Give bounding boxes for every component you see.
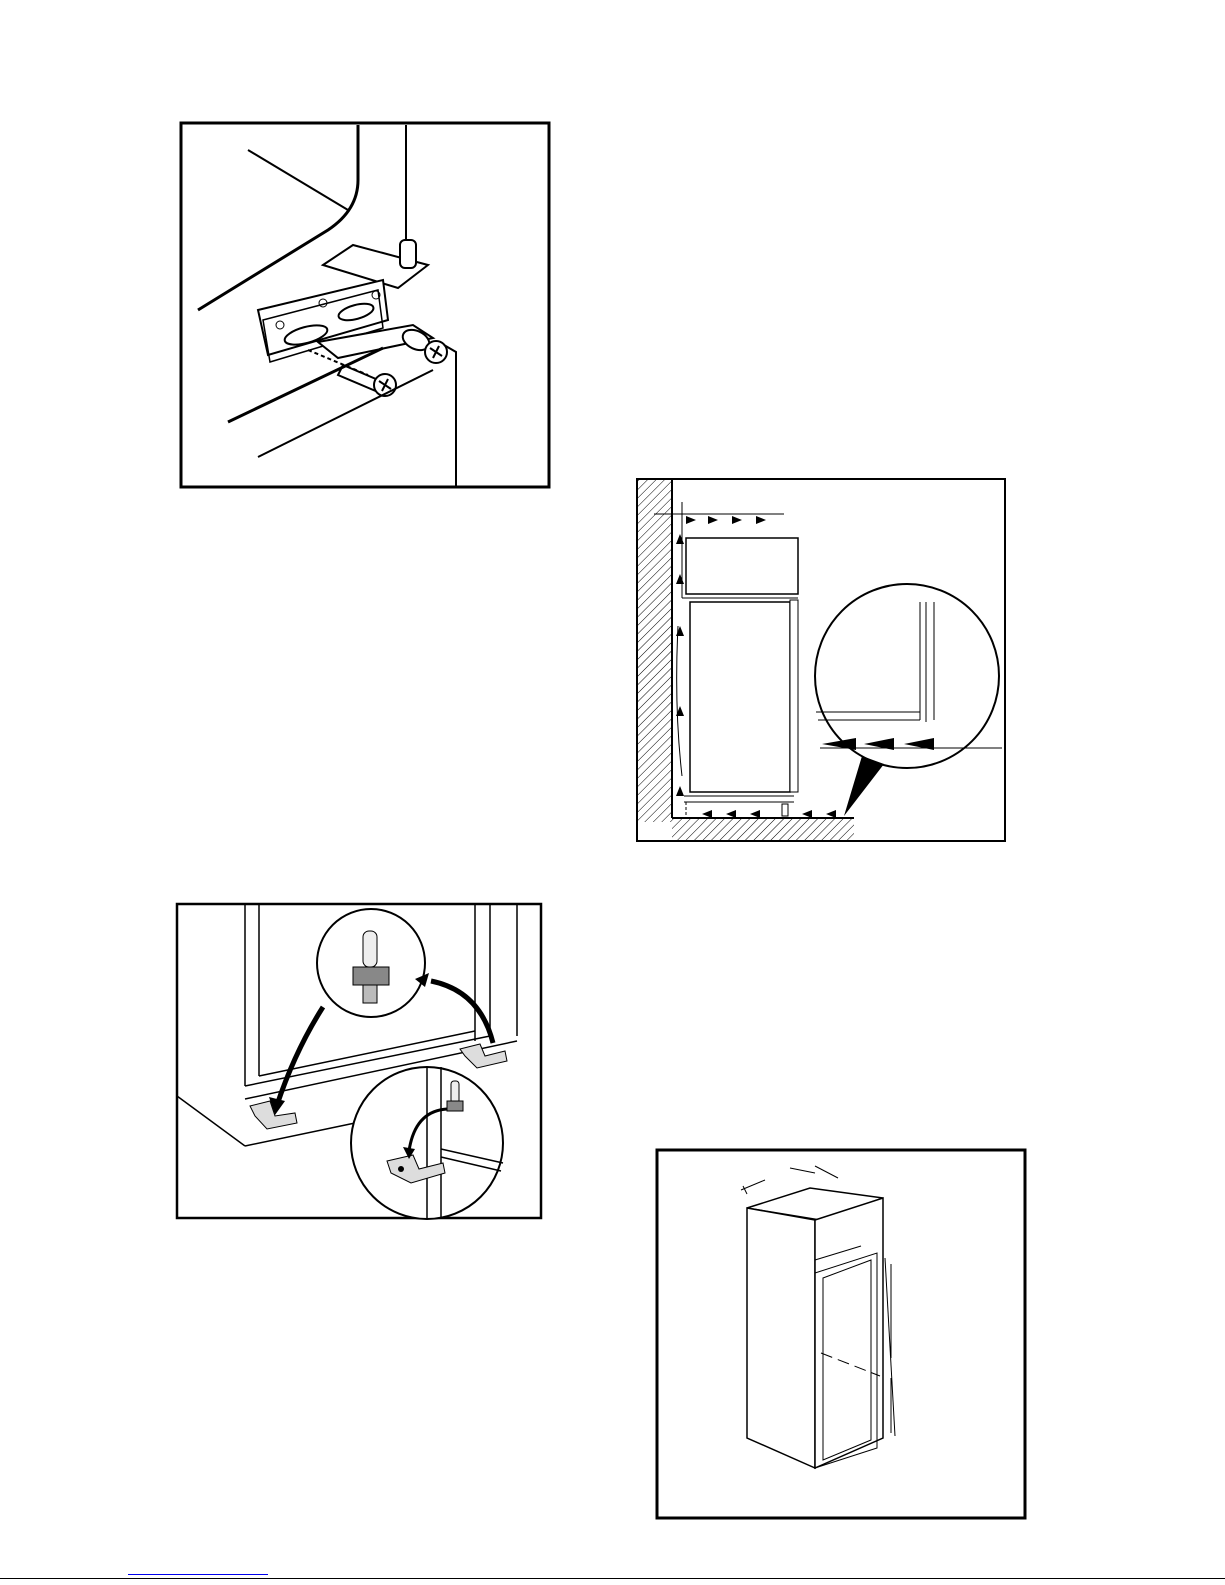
figure-cabinet-niche: [655, 1148, 1029, 1522]
figure-adjustable-feet: [175, 901, 543, 1221]
figure-ventilation: [634, 476, 1008, 844]
niche-dimensions-illustration: [655, 1148, 1029, 1522]
hinge-bracket-illustration: [178, 120, 554, 492]
figure-hinge-plate: [178, 120, 554, 492]
foot-bracket-illustration: [175, 901, 543, 1221]
airflow-diagram: [634, 476, 1008, 844]
footer-link-underline[interactable]: [128, 1574, 268, 1575]
page-bottom-rule: [0, 1578, 1225, 1579]
